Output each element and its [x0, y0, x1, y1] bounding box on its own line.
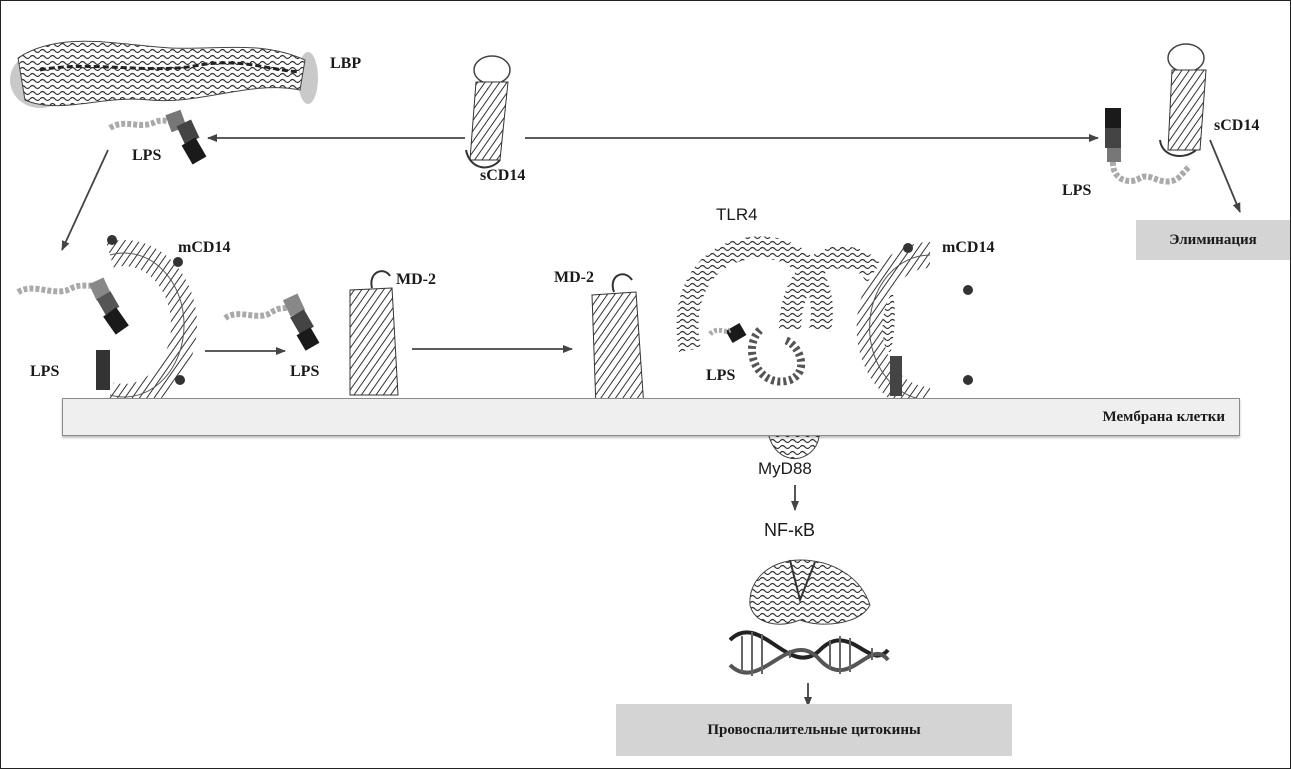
label-scd14-mid: sCD14 [480, 168, 525, 184]
dna-helix [730, 632, 888, 676]
lps-molecule-mid [225, 293, 319, 350]
label-nfkb: NF-κB [764, 521, 815, 539]
lbp-protein [10, 41, 318, 108]
membrane-label: Мембрана клетки [1103, 409, 1225, 426]
elimination-box: Элиминация [1136, 220, 1290, 260]
label-mcd14-right: mCD14 [942, 240, 994, 256]
md2-protein-left [350, 271, 398, 395]
label-scd14-right: sCD14 [1214, 118, 1259, 134]
label-tlr4: TLR4 [716, 206, 758, 223]
arrow-lps-to-mcd14 [62, 150, 108, 250]
label-md2-right: MD-2 [554, 270, 594, 286]
tlr4-protein [688, 247, 884, 381]
label-myd88: MyD88 [758, 460, 812, 477]
label-mcd14-left: mCD14 [178, 240, 230, 256]
cell-membrane: Мембрана клетки [62, 398, 1240, 436]
nfkb-protein [750, 560, 870, 624]
cytokines-label: Провоспалительные цитокины [707, 722, 920, 739]
md2-protein-right [592, 274, 644, 408]
label-md2-left: MD-2 [396, 272, 436, 288]
arrow-scd14-to-elimination [1210, 140, 1240, 212]
scd14-protein-mid [466, 56, 510, 167]
scd14-protein-right [1160, 44, 1206, 156]
elimination-label: Элиминация [1169, 232, 1256, 249]
label-lps-right: LPS [1062, 183, 1091, 199]
label-lbp: LBP [330, 56, 361, 72]
label-lps-left: LPS [30, 364, 59, 380]
cytokines-box: Провоспалительные цитокины [616, 704, 1012, 756]
label-lps-top: LPS [132, 148, 161, 164]
label-lps-mid: LPS [290, 364, 319, 380]
label-lps-tlr: LPS [706, 368, 735, 384]
